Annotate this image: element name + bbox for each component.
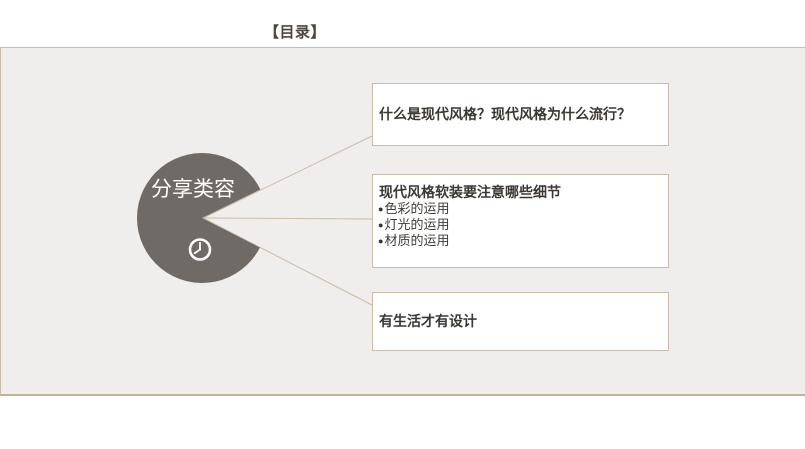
box-2-title: 现代风格软装要注意哪些细节 <box>379 184 561 200</box>
box-1-title: 什么是现代风格？现代风格为什么流行？ <box>379 106 631 122</box>
hub-label: 分享类容 <box>151 178 235 201</box>
bullet-icon: ● <box>378 204 384 214</box>
connector-line-middle <box>202 217 373 220</box>
box-2-bullet-list: ●色彩的运用 ●灯光的运用 ●材质的运用 <box>378 201 662 249</box>
content-box-3[interactable]: 有生活才有设计 <box>372 292 669 351</box>
clock-icon <box>188 238 212 261</box>
content-box-2[interactable]: 现代风格软装要注意哪些细节 ●色彩的运用 ●灯光的运用 ●材质的运用 <box>372 174 669 268</box>
slide-title: 【目录】 <box>264 24 327 41</box>
bullet-icon: ● <box>378 220 384 230</box>
list-item: ●灯光的运用 <box>378 217 662 233</box>
list-item: ●材质的运用 <box>378 233 662 249</box>
box-3-title: 有生活才有设计 <box>379 313 477 329</box>
hub-pie-shape[interactable] <box>136 152 261 283</box>
list-item-text: 材质的运用 <box>384 233 450 248</box>
list-item-text: 色彩的运用 <box>384 201 450 216</box>
list-item-text: 灯光的运用 <box>384 217 450 232</box>
bullet-icon: ● <box>378 236 384 246</box>
list-item: ●色彩的运用 <box>378 201 662 217</box>
connector-line-top <box>202 135 373 219</box>
connector-line-bottom <box>202 217 373 306</box>
content-box-1[interactable]: 什么是现代风格？现代风格为什么流行？ <box>372 83 669 146</box>
